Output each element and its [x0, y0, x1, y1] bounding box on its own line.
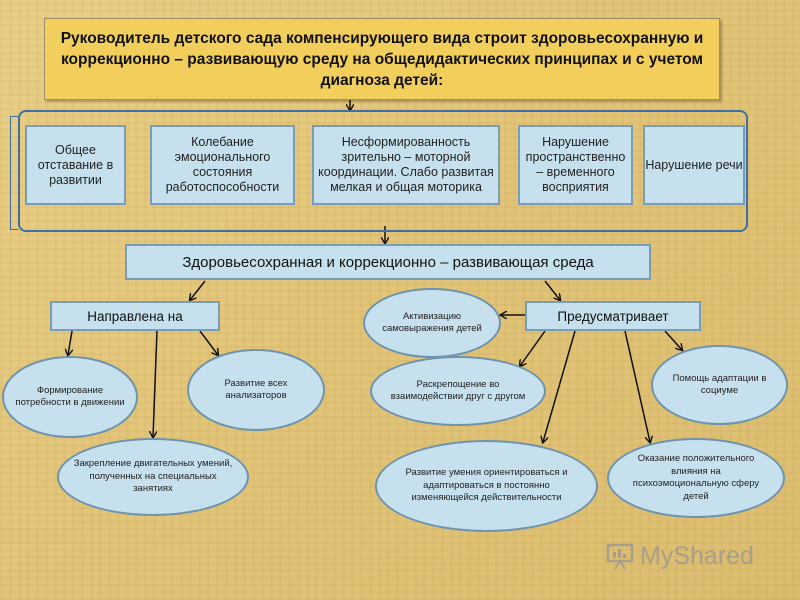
diagnoses-bracket: [10, 116, 18, 230]
right-oval-1: Активизацию самовыражения детей: [363, 288, 501, 358]
arrow-right-2: [520, 330, 546, 366]
arrow-right-4: [624, 330, 650, 442]
arrow-left-1: [68, 330, 72, 355]
arrow-right-3: [543, 330, 576, 442]
arrow-left-2: [153, 330, 158, 437]
diagnosis-box-5: Нарушение речи: [643, 125, 745, 205]
environment-box: Здоровьесохранная и коррекционно – разви…: [125, 244, 651, 280]
diagnosis-box-3: Несформированность зрительно – моторной …: [312, 125, 500, 205]
left-oval-2: Развитие всех анализаторов: [187, 349, 325, 431]
right-oval-3: Помощь адаптации в социуме: [651, 345, 788, 425]
arrow-to-left-branch: [190, 280, 206, 300]
diagnoses-frame: [18, 110, 748, 232]
presentation-icon: [606, 542, 634, 570]
diagnosis-box-1: Общее отставание в развитии: [25, 125, 126, 205]
arrow-left-3: [199, 330, 218, 355]
left-oval-1: Формирование потребности в движении: [2, 356, 138, 438]
right-oval-2: Раскрепощение во взаимодействии друг с д…: [370, 356, 546, 426]
diagram-title: Руководитель детского сада компенсирующе…: [44, 18, 720, 100]
right-oval-5: Оказание положительного влияния на психо…: [607, 438, 785, 518]
right-branch-label: Предусматривает: [525, 301, 701, 331]
watermark-logo: MyShared: [606, 536, 776, 576]
diagnosis-box-2: Колебание эмоционального состояния работ…: [150, 125, 295, 205]
right-oval-4: Развитие умения ориентироваться и адапти…: [375, 440, 598, 532]
arrow-to-right-branch: [544, 280, 560, 300]
left-branch-label: Направлена на: [50, 301, 220, 331]
diagnosis-box-4: Нарушение пространственно – временного в…: [518, 125, 633, 205]
left-oval-3: Закрепление двигательных умений, получен…: [57, 438, 249, 516]
watermark-text: MyShared: [640, 541, 754, 570]
arrow-right-5: [664, 330, 682, 350]
